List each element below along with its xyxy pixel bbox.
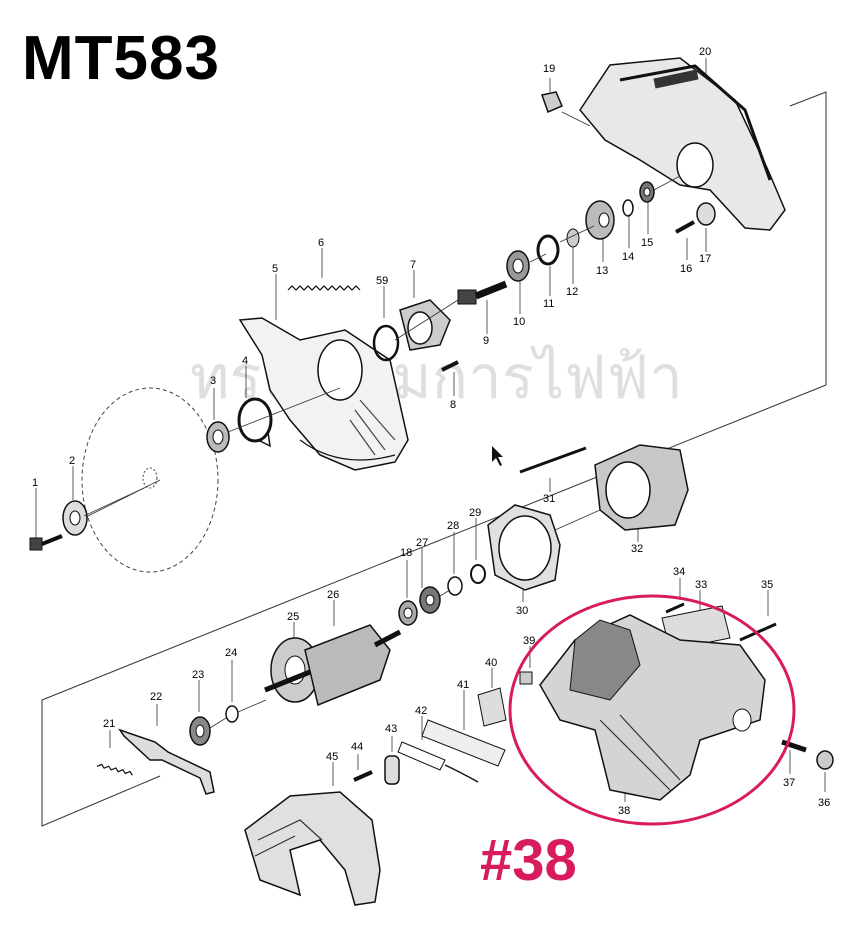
part-24-washer: [225, 660, 239, 723]
part-number-44: 44: [351, 741, 363, 753]
part-36-cap: [816, 750, 834, 792]
part-21-spring: [96, 730, 133, 776]
part-16-screw: [675, 220, 695, 260]
part-number-6: 6: [318, 237, 324, 249]
part-number-15: 15: [641, 237, 653, 249]
part-13-gear: [585, 200, 615, 262]
part-37-screw: [781, 739, 807, 774]
part-number-1: 1: [32, 477, 38, 489]
part-number-17: 17: [699, 253, 711, 265]
part-41-tube: [421, 690, 506, 767]
part-numbers: 1 2 3 4 5 6 59 7 8 9 10 11 12 13 14 15 1…: [32, 46, 830, 817]
part-number-7: 7: [410, 259, 416, 271]
part-32-field: [594, 444, 689, 542]
part-27-bearing: [419, 548, 441, 614]
part-number-37: 37: [783, 777, 795, 789]
part-45-handle-cover: [244, 762, 381, 906]
part-number-4: 4: [242, 355, 248, 367]
part-number-24: 24: [225, 647, 237, 659]
part-number-59: 59: [376, 275, 388, 287]
part-15-bearing: [639, 181, 655, 234]
part-11-ring: [536, 234, 560, 296]
connector-lines: [83, 175, 681, 729]
part-number-32: 32: [631, 543, 643, 555]
part-number-19: 19: [543, 63, 555, 75]
part-9-spindle: [457, 280, 508, 334]
saw-blade: [79, 387, 219, 573]
part-5-blade-guard: [238, 274, 409, 471]
part-number-27: 27: [416, 537, 428, 549]
part-29-o-ring: [470, 518, 486, 584]
part-number-2: 2: [69, 455, 75, 467]
part-44-screw: [353, 754, 373, 782]
part-number-25: 25: [287, 611, 299, 623]
part-number-20: 20: [699, 46, 711, 58]
part-number-36: 36: [818, 797, 830, 809]
part-number-22: 22: [150, 691, 162, 703]
part-number-16: 16: [680, 263, 692, 275]
part-number-12: 12: [566, 286, 578, 298]
assembly-frame: [41, 91, 827, 827]
part-number-29: 29: [469, 507, 481, 519]
part-40-switch-part: [477, 668, 507, 727]
part-43-cord-guard: [384, 736, 400, 785]
part-number-9: 9: [483, 335, 489, 347]
part-17-cap: [696, 202, 716, 252]
part-number-14: 14: [622, 251, 634, 263]
part-number-21: 21: [103, 718, 115, 730]
part-number-34: 34: [673, 566, 685, 578]
part-23-bearing: [189, 680, 211, 746]
part-31-bolt: [519, 446, 587, 492]
part-4-ring: [237, 366, 273, 448]
part-number-13: 13: [596, 265, 608, 277]
part-number-42: 42: [415, 705, 427, 717]
part-39-clip: [519, 646, 533, 685]
part-18-bearing: [398, 560, 418, 626]
model-title: MT583: [22, 24, 220, 93]
part-number-23: 23: [192, 669, 204, 681]
part-number-40: 40: [485, 657, 497, 669]
part-10-bearing: [506, 250, 530, 314]
part-8-screw: [441, 360, 459, 396]
part-34-screw: [665, 578, 685, 614]
part-number-18: 18: [400, 547, 412, 559]
part-38-motor-housing: [539, 614, 766, 802]
part-number-39: 39: [523, 635, 535, 647]
part-20-gear-housing: [579, 57, 786, 231]
part-3-inner-flange: [206, 388, 230, 453]
part-2-flange: [62, 466, 88, 536]
part-number-3: 3: [210, 375, 216, 387]
part-14-retaining-ring: [622, 199, 634, 248]
part-number-28: 28: [447, 520, 459, 532]
part-number-30: 30: [516, 605, 528, 617]
highlight-circle: [508, 594, 796, 826]
part-26-armature: [264, 600, 402, 707]
part-number-26: 26: [327, 589, 339, 601]
part-28-washer: [447, 532, 463, 596]
part-number-38: 38: [618, 805, 630, 817]
part-30-baffle: [487, 504, 561, 602]
part-19-wing-lever: [541, 78, 591, 127]
part-number-8: 8: [450, 399, 456, 411]
part-number-10: 10: [513, 316, 525, 328]
part-12-washer: [566, 228, 580, 284]
part-number-45: 45: [326, 751, 338, 763]
part-number-41: 41: [457, 679, 469, 691]
part-number-5: 5: [272, 263, 278, 275]
part-22-lock-plate: [118, 704, 215, 795]
part-35-screw: [739, 590, 777, 642]
part-number-43: 43: [385, 723, 397, 735]
part-number-11: 11: [543, 298, 554, 310]
part-number-33: 33: [695, 579, 707, 591]
highlighted-part-label: #38: [480, 828, 577, 893]
part-59-ring: [372, 286, 400, 362]
cursor-icon: [492, 446, 503, 466]
part-6-spring: [287, 248, 361, 291]
part-1-bolt: [29, 488, 63, 551]
part-42-cord: [397, 716, 479, 783]
part-number-31: 31: [543, 493, 555, 505]
part-number-35: 35: [761, 579, 773, 591]
